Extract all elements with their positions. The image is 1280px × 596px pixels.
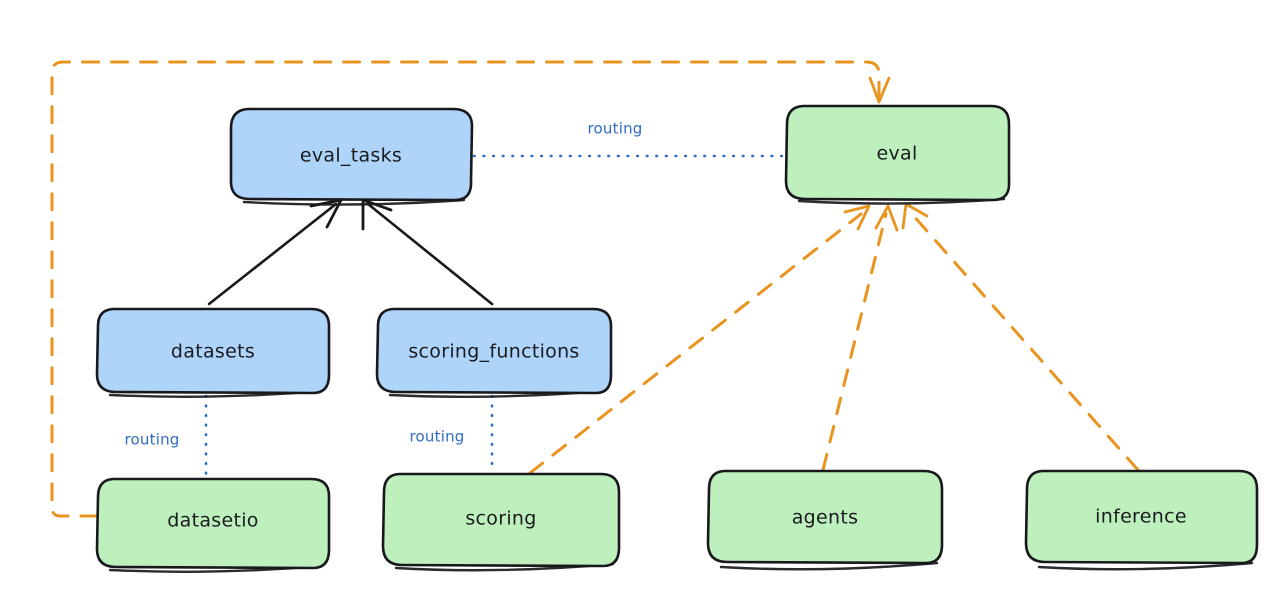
edge-inference-eval — [910, 212, 1140, 472]
node-inference[interactable]: inference — [1024, 469, 1259, 571]
edge-label-routing-scoring-functions: routing — [410, 428, 465, 446]
node-eval-tasks-label: eval_tasks — [300, 145, 402, 167]
node-datasets-body — [95, 307, 331, 395]
node-agents-body — [706, 469, 944, 565]
node-inference-body — [1024, 469, 1259, 565]
edge-label-routing-top: routing — [588, 120, 643, 138]
edge-scoring-functions-eval-tasks — [366, 202, 494, 306]
edge-label-routing-datasets: routing — [125, 431, 180, 449]
node-datasetio-body — [95, 477, 331, 570]
node-inference-sketch-underline — [1037, 561, 1254, 571]
arrowhead-scoring-eval — [843, 204, 871, 231]
node-agents[interactable]: agents — [706, 469, 944, 571]
node-scoring-functions[interactable]: scoring_functions — [375, 307, 613, 398]
node-datasets[interactable]: datasets — [95, 307, 331, 398]
node-datasets-label: datasets — [171, 341, 255, 363]
node-eval[interactable]: eval — [784, 104, 1011, 205]
node-agents-label: agents — [792, 507, 859, 529]
node-datasetio-label: datasetio — [167, 510, 258, 532]
node-scoring[interactable]: scoring — [381, 472, 621, 572]
edge-datasets-eval-tasks — [207, 202, 338, 306]
arrowhead-agents-eval — [874, 204, 899, 232]
node-eval-tasks[interactable]: eval_tasks — [229, 107, 474, 206]
node-inference-label: inference — [1095, 506, 1187, 528]
node-scoring-functions-label: scoring_functions — [408, 341, 579, 363]
node-eval-tasks-body — [229, 107, 474, 202]
node-eval-tasks-sketch-underline — [242, 198, 466, 206]
edge-scoring-eval — [528, 212, 863, 475]
edge-agents-eval — [821, 212, 888, 472]
node-scoring-body — [381, 472, 621, 568]
node-datasetio[interactable]: datasetio — [95, 477, 331, 573]
node-scoring-functions-body — [375, 307, 613, 395]
node-eval-label: eval — [876, 143, 917, 165]
node-eval-body — [784, 104, 1011, 202]
edge-datasetio-eval — [50, 60, 881, 518]
arrowhead-datasetio-eval — [868, 76, 891, 104]
node-agents-sketch-underline — [719, 561, 939, 571]
node-scoring-label: scoring — [465, 508, 536, 530]
